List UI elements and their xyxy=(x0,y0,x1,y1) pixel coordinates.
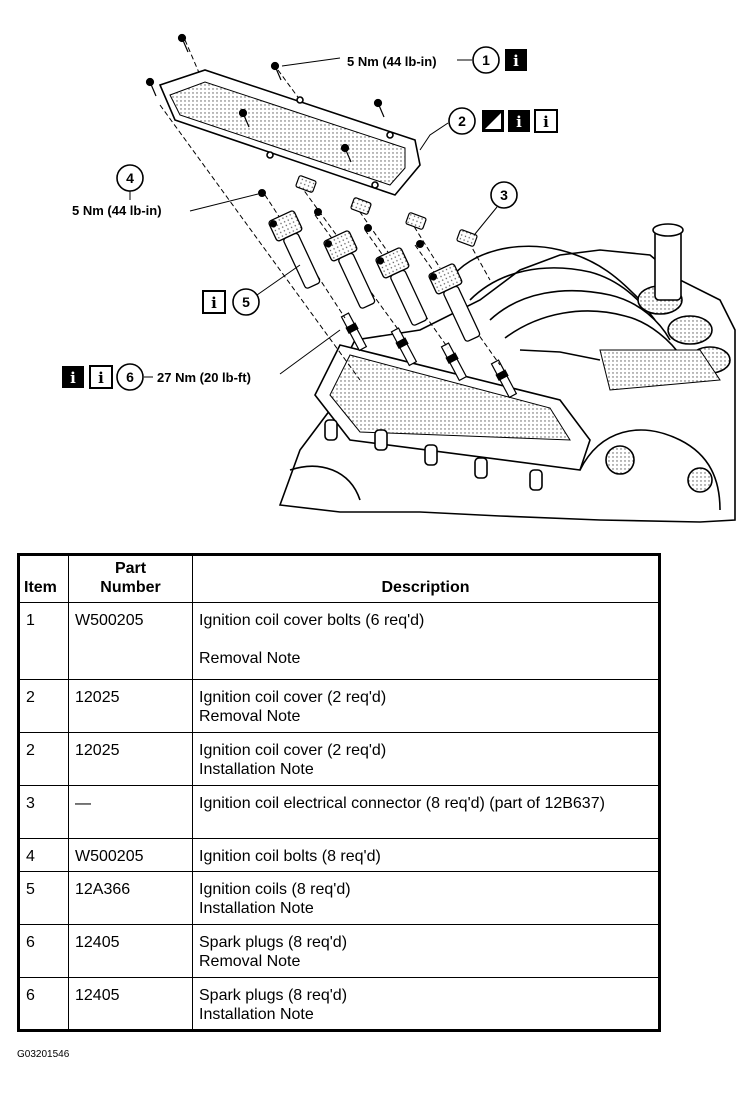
table-row: 6 12405 Spark plugs (8 req'd) Removal No… xyxy=(18,924,660,978)
engine-assembly xyxy=(278,223,736,523)
cell-description: Ignition coil cover bolts (6 req'd) Remo… xyxy=(192,602,660,680)
header-part-number: Part Number xyxy=(68,554,193,603)
header-item: Item xyxy=(18,554,69,603)
info-icon-outline: i xyxy=(89,365,113,389)
svg-text:i: i xyxy=(98,369,104,387)
cell-item: 5 xyxy=(18,871,69,925)
ignition-coils xyxy=(268,210,481,342)
cell-part-number: 12025 xyxy=(68,732,193,786)
callout-2-circle xyxy=(448,107,476,135)
svg-text:i: i xyxy=(70,369,76,387)
table-row: 4 W500205 Ignition coil bolts (8 req'd) xyxy=(18,838,660,872)
sealant-icon xyxy=(482,110,504,132)
cell-description: Ignition coils (8 req'd) Installation No… xyxy=(192,871,660,925)
info-icon-outline: i xyxy=(534,109,558,133)
callout-4: 4 5 Nm (44 lb-in) xyxy=(72,164,259,218)
cell-part-number: W500205 xyxy=(68,838,193,872)
cell-item: 2 xyxy=(18,732,69,786)
exploded-view-diagram: 5 Nm (44 lb-in) 1 i 2 i i 3 xyxy=(62,33,736,523)
cell-description: Ignition coil bolts (8 req'd) xyxy=(192,838,660,872)
cell-item: 1 xyxy=(18,602,69,680)
table-row: 3 — Ignition coil electrical connector (… xyxy=(18,785,660,839)
table-row: 5 12A366 Ignition coils (8 req'd) Instal… xyxy=(18,871,660,925)
cell-description: Ignition coil cover (2 req'd) Removal No… xyxy=(192,679,660,733)
callout-5-number: 5 xyxy=(242,294,250,310)
cover-bolts xyxy=(145,33,385,163)
callout-6-circle xyxy=(116,363,144,391)
cell-item: 2 xyxy=(18,679,69,733)
table-row: 2 12025 Ignition coil cover (2 req'd) In… xyxy=(18,732,660,786)
callout-1-torque: 5 Nm (44 lb-in) xyxy=(347,54,437,69)
electrical-connectors xyxy=(295,175,478,247)
table-row: 6 12405 Spark plugs (8 req'd) Installati… xyxy=(18,977,660,1031)
cell-part-number: — xyxy=(68,785,193,839)
cell-description: Spark plugs (8 req'd) Removal Note xyxy=(192,924,660,978)
svg-text:i: i xyxy=(211,294,217,312)
callout-5: i 5 xyxy=(202,264,301,316)
svg-text:i: i xyxy=(516,113,522,131)
callout-6-torque: 27 Nm (20 lb-ft) xyxy=(157,370,251,385)
cell-description: Ignition coil electrical connector (8 re… xyxy=(192,785,660,839)
spark-plugs xyxy=(340,312,518,399)
svg-text:i: i xyxy=(513,52,519,70)
svg-text:i: i xyxy=(543,113,549,131)
callout-1: 5 Nm (44 lb-in) 1 i xyxy=(281,46,527,74)
info-icon-filled: i xyxy=(62,366,84,388)
cell-item: 3 xyxy=(18,785,69,839)
header-description: Description xyxy=(192,554,660,603)
table-row: 1 W500205 Ignition coil cover bolts (6 r… xyxy=(18,602,660,680)
callout-3-circle xyxy=(490,181,518,209)
cell-item: 6 xyxy=(18,924,69,978)
info-icon-outline: i xyxy=(202,290,226,314)
callout-2: 2 i i xyxy=(419,107,558,151)
ignition-coil-cover xyxy=(158,69,421,196)
callout-1-circle xyxy=(472,46,500,74)
callout-4-torque: 5 Nm (44 lb-in) xyxy=(72,203,162,218)
callout-6: i i 6 27 Nm (20 lb-ft) xyxy=(62,329,341,391)
cell-part-number: W500205 xyxy=(68,602,193,680)
table-header-row: Item Part Number Description xyxy=(18,554,660,603)
cell-part-number: 12405 xyxy=(68,924,193,978)
callout-2-number: 2 xyxy=(458,113,466,129)
cell-item: 4 xyxy=(18,838,69,872)
cell-description: Ignition coil cover (2 req'd) Installati… xyxy=(192,732,660,786)
cell-part-number: 12405 xyxy=(68,977,193,1031)
cell-part-number: 12A366 xyxy=(68,871,193,925)
figure-id: G03201546 xyxy=(17,1049,70,1060)
cell-item: 6 xyxy=(18,977,69,1031)
cell-part-number: 12025 xyxy=(68,679,193,733)
callout-4-number: 4 xyxy=(126,170,134,186)
callout-3-number: 3 xyxy=(500,187,508,203)
info-icon-filled: i xyxy=(508,110,530,132)
callout-6-number: 6 xyxy=(126,369,134,385)
info-icon-filled: i xyxy=(505,49,527,71)
callout-1-number: 1 xyxy=(482,52,490,68)
callout-3: 3 xyxy=(474,181,518,235)
callout-5-circle xyxy=(232,288,260,316)
cell-description: Spark plugs (8 req'd) Installation Note xyxy=(192,977,660,1031)
parts-table: Item Part Number Description 1 W500205 I… xyxy=(17,553,661,1032)
table-row: 2 12025 Ignition coil cover (2 req'd) Re… xyxy=(18,679,660,733)
coil-bolts xyxy=(258,189,424,248)
